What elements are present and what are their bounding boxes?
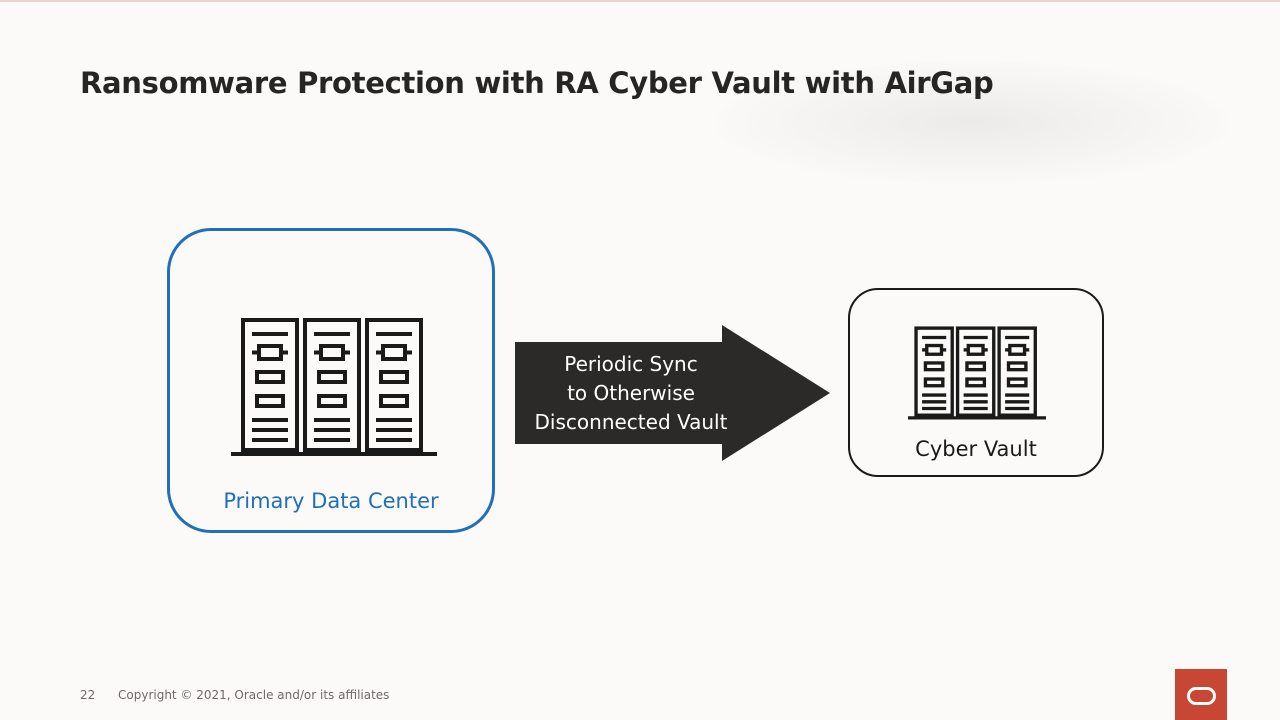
oracle-logo-icon <box>1175 669 1227 720</box>
sync-arrow-label: Periodic Sync to Otherwise Disconnected … <box>515 350 747 437</box>
background-smudge <box>715 60 1230 185</box>
oracle-ring-icon <box>1187 687 1216 705</box>
slide-title: Ransomware Protection with RA Cyber Vaul… <box>80 66 994 100</box>
top-rule <box>0 0 1280 2</box>
server-rack-unit <box>303 318 361 452</box>
copyright-text: Copyright © 2021, Oracle and/or its affi… <box>118 688 390 702</box>
cyber-vault-box: Cyber Vault <box>848 288 1104 477</box>
server-rack-unit <box>241 318 299 452</box>
server-rack-icon <box>908 326 1046 420</box>
server-rack-unit <box>955 326 996 417</box>
server-rack-unit <box>365 318 423 452</box>
server-rack-unit <box>914 326 954 417</box>
server-rack-icon <box>231 318 437 456</box>
sync-arrow-line: Disconnected Vault <box>534 410 728 434</box>
server-rack-unit <box>997 326 1037 417</box>
primary-data-center-box: Primary Data Center <box>167 228 495 533</box>
sync-arrow-line: to Otherwise <box>567 381 695 405</box>
primary-data-center-label: Primary Data Center <box>223 489 439 513</box>
page-number: 22 <box>80 688 96 702</box>
sync-arrow <box>515 325 830 461</box>
sync-arrow-line: Periodic Sync <box>564 352 698 376</box>
cyber-vault-label: Cyber Vault <box>915 437 1037 461</box>
